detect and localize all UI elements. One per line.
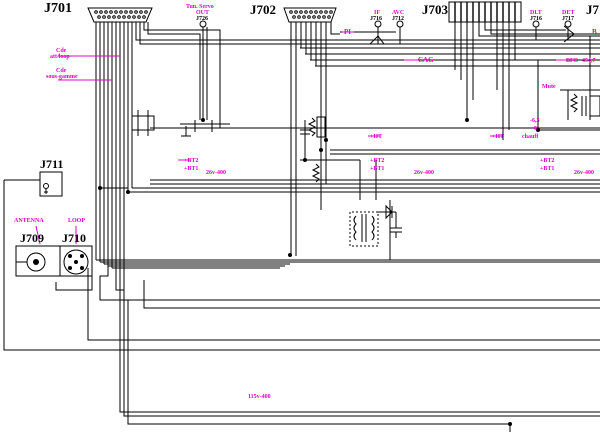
label-26v-400-2: 26v-400 — [414, 170, 434, 176]
label-zero: 0 — [534, 126, 537, 132]
label-26v-400-1: 26v-400 — [206, 170, 226, 176]
label-cde-sous-gamme-2: sous-gamme — [46, 74, 78, 80]
label-26v-400-3: 26v-400 — [574, 170, 594, 176]
signal-labels: Cde att/loop Cde sous-gamme Tun. Servo O… — [14, 4, 597, 400]
label-avc: AVC — [392, 10, 404, 16]
label-j717: J717 — [562, 16, 574, 22]
left-loop-wires — [3, 179, 600, 351]
connector-labels: J701 J702 J703 J7 J711 J709 J710 — [20, 1, 600, 245]
label-if: IF — [374, 10, 380, 16]
label-j712: J712 — [392, 16, 404, 22]
label-tun-servo-out: OUT — [196, 10, 209, 16]
label-j716b: J716 — [530, 16, 542, 22]
label-bt2-1: +BT2 — [184, 158, 198, 164]
label-j701: J701 — [44, 1, 72, 16]
label-bt1-2: +BT1 — [370, 166, 384, 172]
connector-j710 — [59, 245, 93, 277]
label-cag: CAG — [418, 56, 434, 64]
dlt-det-group — [532, 20, 575, 43]
if-avc-switch — [368, 20, 404, 45]
label-antenna: ANTENNA — [14, 218, 44, 224]
bottom-wires — [55, 266, 600, 432]
tun-servo-line — [199, 20, 208, 120]
label-dlt: DLT — [530, 10, 542, 16]
capacitor-cluster-1 — [131, 110, 155, 136]
label-bt1-1: +BT1 — [184, 166, 198, 172]
main-horizontal-buses — [150, 127, 600, 260]
label-j711: J711 — [40, 157, 63, 171]
label-bfo: BFO — [566, 58, 579, 64]
label-loop: LOOP — [68, 218, 85, 224]
mute-group — [560, 89, 600, 120]
label-cde-att-loop-1: Cde — [56, 48, 67, 54]
label-ht-1: +HT — [370, 134, 382, 140]
magenta-pointer-lines — [35, 31, 566, 245]
label-cde-att-loop-2: att/loop — [50, 54, 70, 60]
label-mute: Mute — [542, 84, 556, 90]
connector-j702 — [283, 7, 337, 23]
label-ht-2: +HT — [492, 134, 504, 140]
label-bt1-3: +BT1 — [540, 166, 554, 172]
j702-wire-bundle — [290, 22, 600, 256]
label-tun-servo: Tun. Servo — [186, 4, 214, 10]
label-j702: J702 — [250, 2, 276, 17]
label-j7-partial: J7 — [586, 2, 600, 17]
connector-j703 — [448, 1, 522, 23]
label-det: DET — [562, 10, 574, 16]
label-minus63: -6,3 — [530, 118, 540, 124]
connector-j701 — [87, 7, 153, 23]
label-chauff: chauff — [522, 134, 539, 140]
label-j716: J716 — [370, 16, 382, 22]
label-j726: J726 — [196, 16, 208, 22]
connector-j711 — [39, 171, 63, 197]
label-j710: J710 — [62, 231, 86, 245]
label-bfo-freq: 454,7 — [582, 58, 596, 64]
junction-dots — [98, 118, 540, 426]
transformer-block — [349, 204, 402, 247]
label-cde-sous-gamme-1: Cde — [56, 68, 67, 74]
connector-j709 — [15, 245, 61, 277]
label-j709: J709 — [20, 231, 44, 245]
component-group-j702 — [300, 116, 326, 183]
label-b-partial: B — [592, 28, 597, 36]
label-bt2-3: +BT2 — [540, 158, 554, 164]
label-pi: PI — [344, 28, 351, 36]
capacitor-cluster-2 — [180, 120, 230, 137]
j701-wire-bundle — [95, 22, 600, 274]
label-115v-400: 115v-400 — [248, 394, 271, 400]
label-j703: J703 — [422, 2, 449, 17]
label-bt2-2: +BT2 — [370, 158, 384, 164]
